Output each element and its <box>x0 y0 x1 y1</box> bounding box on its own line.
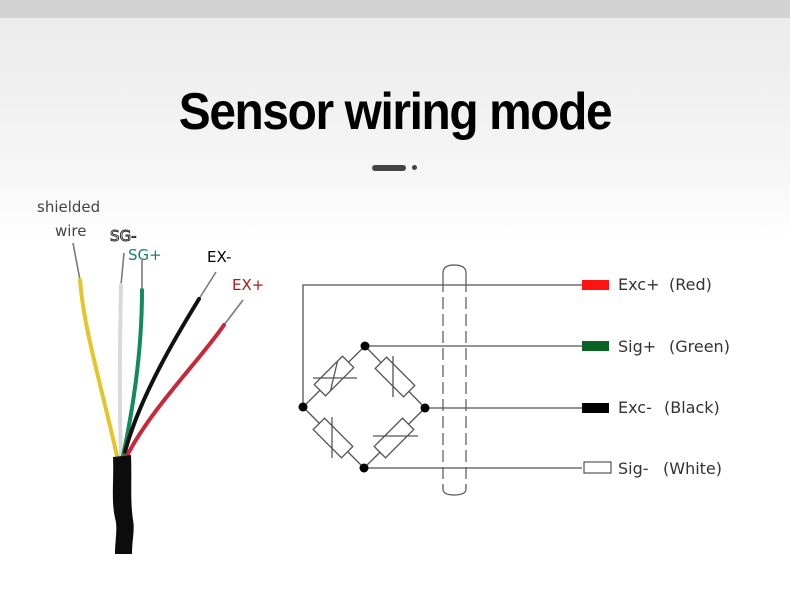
sg-minus-wire <box>117 283 123 458</box>
legend-item-sig-plus: Sig+ (Green) <box>582 337 730 356</box>
legend-signal: Sig- <box>618 459 649 478</box>
ex-plus-wire-tip <box>223 299 244 326</box>
strain-gauge-3 <box>312 417 354 459</box>
shield-wire-tip <box>72 242 81 281</box>
legend-item-exc-minus: Exc- (Black) <box>582 398 720 417</box>
legend-color-name: (Black) <box>664 398 720 417</box>
label-ex-plus: EX+ <box>232 276 264 294</box>
bridge-schematic <box>298 264 582 496</box>
top-band <box>0 0 790 18</box>
label-shielded: shielded <box>37 198 100 216</box>
swatch-red <box>582 280 609 290</box>
cable-jacket <box>112 455 134 554</box>
legend-color-name: (Green) <box>669 337 730 356</box>
node-left <box>298 402 308 412</box>
legend-signal: Exc- <box>618 398 652 417</box>
sg-plus-wire <box>121 288 144 458</box>
legend-item-sig-minus: Sig- (White) <box>583 459 722 478</box>
exc-plus-line <box>302 284 582 407</box>
label-ex-minus: EX- <box>207 248 231 266</box>
ex-plus-wire <box>125 323 226 458</box>
label-sg-plus: SG+ <box>128 246 162 264</box>
shield-wire <box>78 278 119 458</box>
ex-minus-wire <box>123 297 201 454</box>
legend-item-exc-plus: Exc+ (Red) <box>582 275 712 294</box>
legend-signal: Sig+ <box>618 337 656 356</box>
sg-minus-wire-tip <box>120 252 125 286</box>
legend-color-name: (Red) <box>669 275 712 294</box>
strain-gauge-1 <box>313 355 355 397</box>
legend-signal: Exc+ <box>618 275 660 294</box>
strain-gauge-2 <box>374 356 416 398</box>
page-title: Sensor wiring mode <box>178 83 613 141</box>
shield-cylinder <box>442 264 467 496</box>
node-right <box>420 403 430 413</box>
swatch-green <box>582 341 609 351</box>
legend-color-name: (White) <box>663 459 722 478</box>
label-wire: wire <box>55 222 87 240</box>
title-divider-bar <box>372 165 406 171</box>
strain-gauge-4 <box>373 417 415 459</box>
swatch-white <box>583 461 612 474</box>
title-divider-dot <box>412 165 417 170</box>
node-top <box>360 341 370 351</box>
cable-illustration: shielded wire SG- SG+ EX- EX+ <box>37 198 264 554</box>
ex-minus-wire-tip <box>198 271 217 300</box>
swatch-black <box>582 403 609 413</box>
wire-legend: Exc+ (Red) Sig+ (Green) Exc- (Black) Sig… <box>582 275 730 478</box>
node-bottom <box>359 463 369 473</box>
label-sg-minus: SG- <box>110 227 137 245</box>
